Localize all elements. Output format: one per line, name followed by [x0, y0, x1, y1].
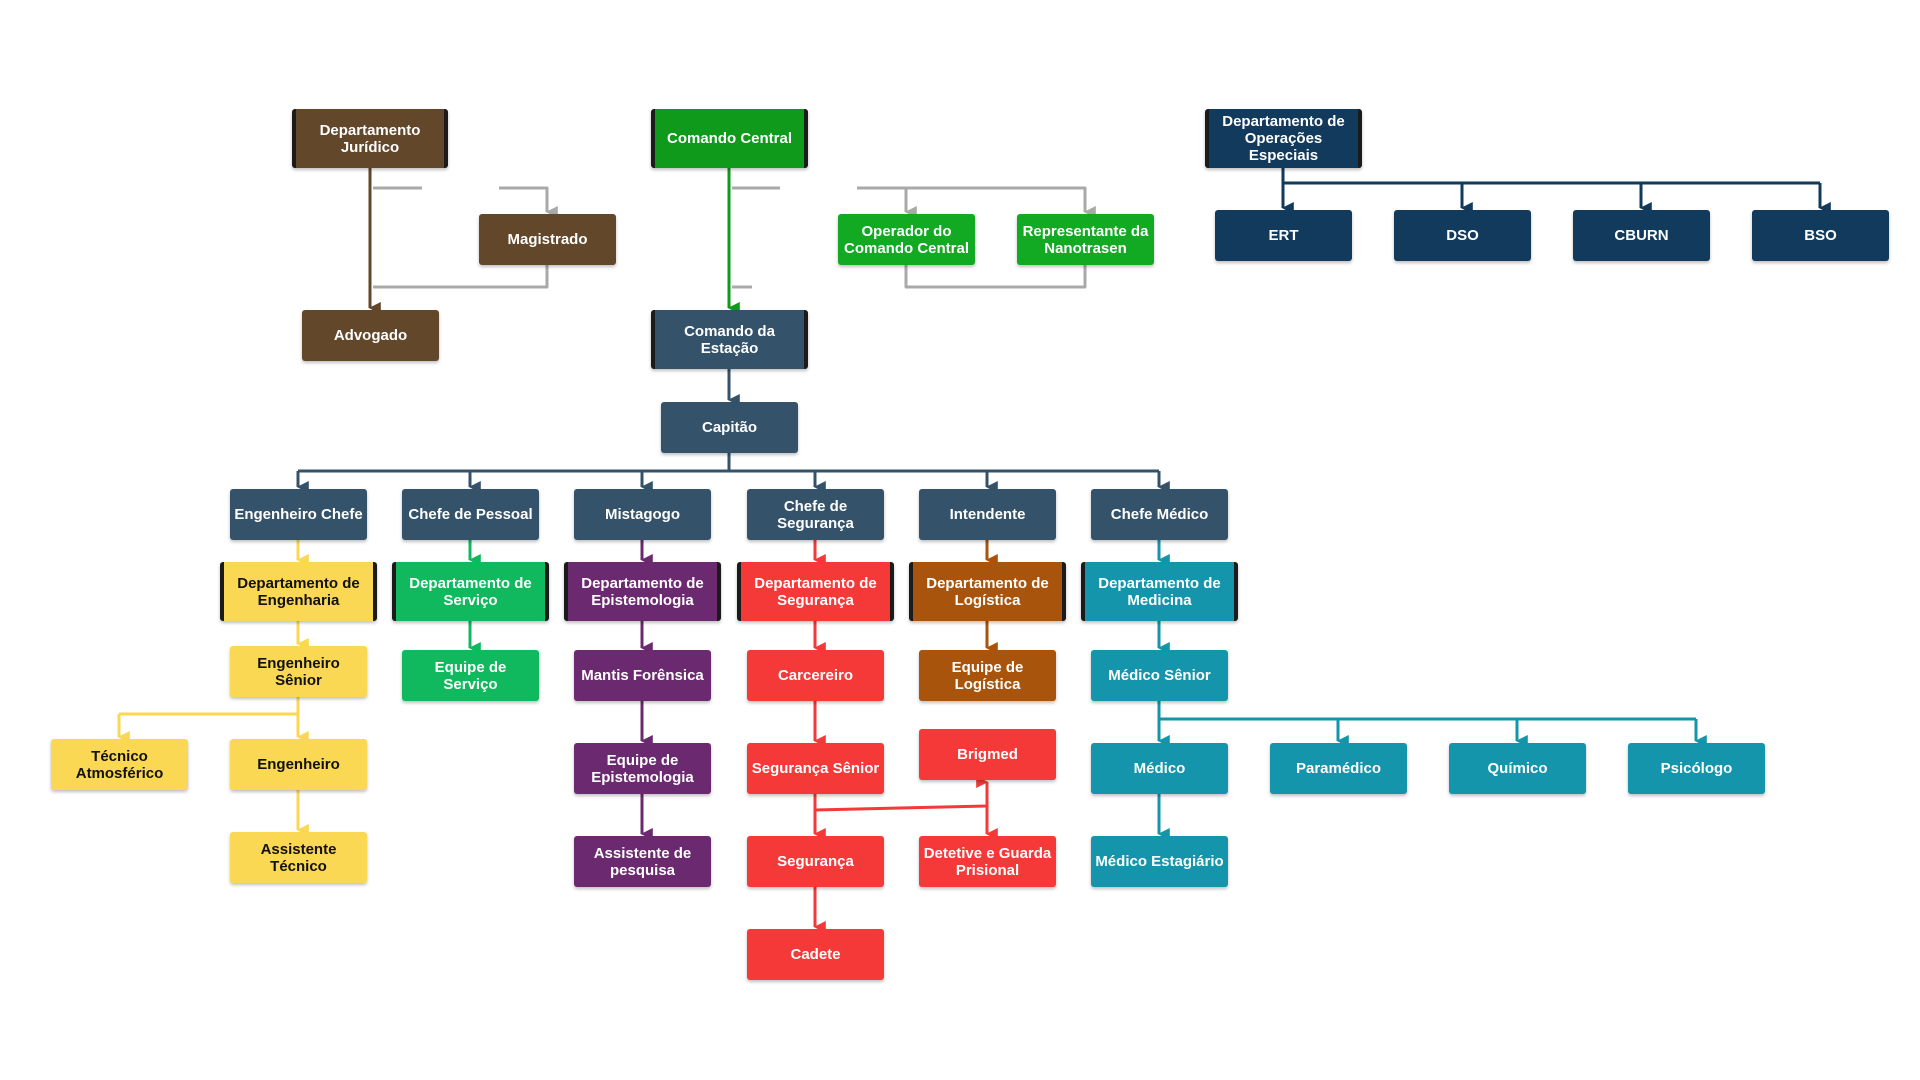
node-dso: DSO — [1394, 210, 1531, 261]
node-bso: BSO — [1752, 210, 1889, 261]
node-assistente-de-pesquisa: Assistente de pesquisa — [574, 836, 711, 887]
node-quimico: Químico — [1449, 743, 1586, 794]
node-medico-estagiario: Médico Estagiário — [1091, 836, 1228, 887]
node-chefe-de-pessoal: Chefe de Pessoal — [402, 489, 539, 540]
node-chefe-medico: Chefe Médico — [1091, 489, 1228, 540]
node-advogado: Advogado — [302, 310, 439, 361]
node-brigmed: Brigmed — [919, 729, 1056, 780]
node-departamento-logistica: Departamento de Logística — [909, 562, 1066, 621]
node-departamento-seguranca: Departamento de Segurança — [737, 562, 894, 621]
link-eng-senior-bus — [119, 697, 300, 716]
node-cburn: CBURN — [1573, 210, 1710, 261]
node-departamento-juridico: Departamento Jurídico — [292, 109, 448, 168]
link-to-magistrado — [499, 186, 558, 218]
node-equipe-de-servico: Equipe de Serviço — [402, 650, 539, 701]
node-seguranca: Segurança — [747, 836, 884, 887]
link-to-operador-representante — [857, 186, 1087, 212]
node-paramedico: Paramédico — [1270, 743, 1407, 794]
node-mantis-forensica: Mantis Forênsica — [574, 650, 711, 701]
node-representante-nanotrasen: Representante da Nanotrasen — [1017, 214, 1154, 265]
node-magistrado: Magistrado — [479, 214, 616, 265]
node-tecnico-atmosferico: Técnico Atmosférico — [51, 739, 188, 790]
node-medico-senior: Médico Sênior — [1091, 650, 1228, 701]
node-detetive-guarda-prisional: Detetive e Guarda Prisional — [919, 836, 1056, 887]
node-equipe-de-epistemologia: Equipe de Epistemologia — [574, 743, 711, 794]
node-ert: ERT — [1215, 210, 1352, 261]
node-capitao: Capitão — [661, 402, 798, 453]
node-chefe-de-seguranca: Chefe de Segurança — [747, 489, 884, 540]
node-carcereiro: Carcereiro — [747, 650, 884, 701]
node-departamento-engenharia: Departamento de Engenharia — [220, 562, 377, 621]
node-comando-da-estacao: Comando da Estação — [651, 310, 808, 369]
link-medsenior-bus — [1157, 701, 1696, 721]
node-comando-central: Comando Central — [651, 109, 808, 168]
node-intendente: Intendente — [919, 489, 1056, 540]
node-departamento-servico: Departamento de Serviço — [392, 562, 549, 621]
node-engenheiro-chefe: Engenheiro Chefe — [230, 489, 367, 540]
node-mistagogo: Mistagogo — [574, 489, 711, 540]
node-engenheiro: Engenheiro — [230, 739, 367, 790]
node-assistente-tecnico: Assistente Técnico — [230, 832, 367, 883]
node-departamento-medicina: Departamento de Medicina — [1081, 562, 1238, 621]
node-medico: Médico — [1091, 743, 1228, 794]
node-departamento-epistemologia: Departamento de Epistemologia — [564, 562, 721, 621]
node-cadete: Cadete — [747, 929, 884, 980]
node-operador-comando-central: Operador do Comando Central — [838, 214, 975, 265]
link-magistrado-advogado — [373, 265, 549, 289]
node-equipe-de-logistica: Equipe de Logística — [919, 650, 1056, 701]
node-engenheiro-senior: Engenheiro Sênior — [230, 646, 367, 697]
node-seguranca-senior: Segurança Sênior — [747, 743, 884, 794]
node-departamento-operacoes-especiais: Departamento de Operações Especiais — [1205, 109, 1362, 168]
node-psicologo: Psicólogo — [1628, 743, 1765, 794]
link-operador-representante-bottom — [904, 265, 1087, 289]
link-operacoes-especiais-bus — [1281, 168, 1820, 185]
link-capitao-bus — [298, 453, 1159, 473]
